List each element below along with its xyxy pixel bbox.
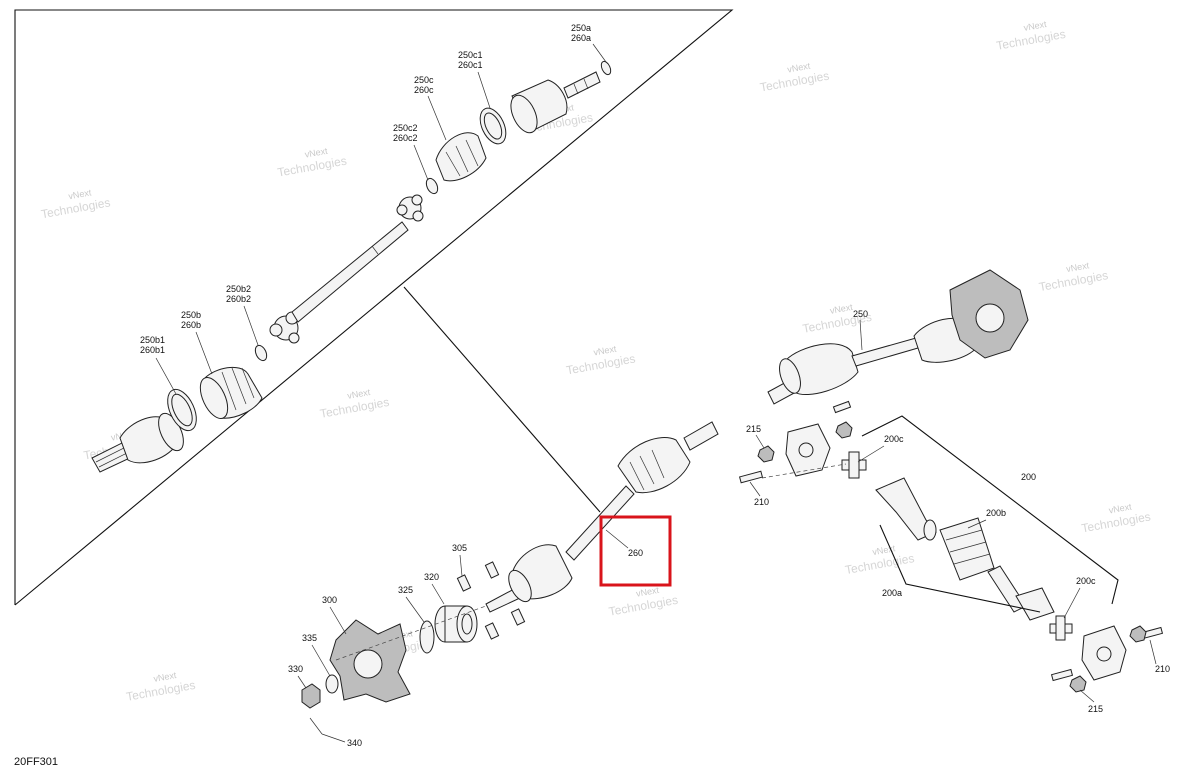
callout-260a: 260a	[571, 33, 591, 43]
inner-cv-boot	[435, 132, 487, 182]
cv-boot	[199, 366, 263, 419]
u-joint-cross	[841, 451, 867, 479]
highlight-box-260	[599, 515, 672, 587]
watermark-line1: vNext	[1108, 501, 1133, 515]
callout-260b1: 260b1	[140, 345, 165, 355]
callout-250b2: 250b2	[226, 284, 251, 294]
callout-260b2: 260b2	[226, 294, 251, 304]
callout-260: 260	[628, 548, 643, 558]
watermark-line1: vNext	[304, 146, 329, 160]
hub-studs	[456, 561, 526, 640]
watermark-line1: vNext	[1023, 19, 1048, 33]
callout-200b: 200b	[986, 508, 1006, 518]
callout-215-lower: 215	[1088, 704, 1103, 714]
nut	[835, 421, 853, 439]
callout-250c1: 250c1	[458, 50, 483, 60]
watermark: vNext Technologies	[319, 387, 390, 421]
watermark: vNext Technologies	[608, 585, 679, 619]
callouts-propshaft: 215 210 200c 200 200b 200a 200c 210 215	[746, 424, 1170, 714]
callout-210: 210	[754, 497, 769, 507]
callouts-top-left: 250a 260a 250c1 260c1 250c 260c 250c2 26…	[140, 23, 607, 395]
callout-250c2: 250c2	[393, 123, 418, 133]
outer-cv-joint	[91, 412, 184, 473]
watermark-line1: vNext	[68, 187, 93, 201]
diagram-frame	[14, 9, 734, 606]
seal-ring	[419, 620, 435, 654]
callout-200c: 200c	[884, 434, 904, 444]
nut	[1129, 625, 1147, 643]
callout-325: 325	[398, 585, 413, 595]
callout-330: 330	[288, 664, 303, 674]
watermark-line1: vNext	[153, 670, 178, 684]
callout-200c-lower: 200c	[1076, 576, 1096, 586]
nut	[1069, 675, 1087, 693]
callout-250b: 250b	[181, 310, 201, 320]
watermark: vNext Technologies	[1038, 260, 1109, 294]
watermark: vNext Technologies	[995, 19, 1066, 53]
callout-300: 300	[322, 595, 337, 605]
nut	[757, 445, 775, 463]
callout-340: 340	[347, 738, 362, 748]
watermark-line1: vNext	[1065, 260, 1090, 274]
watermark: vNext Technologies	[276, 146, 347, 180]
watermark-line1: vNext	[635, 585, 660, 599]
drive-shaft-260	[485, 421, 719, 613]
bolt	[738, 470, 764, 484]
watermark-line1: vNext	[829, 302, 854, 316]
washer	[325, 674, 339, 694]
inner-cv-housing	[510, 71, 601, 134]
snap-ring	[600, 60, 612, 76]
callout-305: 305	[452, 543, 467, 553]
watermark-line1: vNext	[787, 61, 812, 75]
callout-250b1: 250b1	[140, 335, 165, 345]
callouts-hub: 305 320 325 300 335 330 340	[288, 543, 467, 748]
small-clamp	[254, 344, 268, 362]
propeller-shaft-200	[738, 400, 1164, 693]
watermark: vNext Technologies	[1080, 501, 1151, 535]
watermark: vNext Technologies	[40, 187, 111, 221]
callout-260c1: 260c1	[458, 60, 483, 70]
drive-shaft-assembly-250	[767, 269, 1029, 405]
cotter-pin	[309, 717, 323, 735]
tripod-joint	[269, 311, 300, 344]
callout-250a: 250a	[571, 23, 591, 33]
inner-tripod	[396, 194, 424, 222]
diagram-code: 20FF301	[14, 756, 58, 768]
watermark: vNext Technologies	[759, 61, 830, 95]
watermark: vNext Technologies	[844, 543, 915, 577]
axle-shaft	[291, 221, 409, 323]
axle-nut	[301, 683, 321, 709]
callout-210-lower: 210	[1155, 664, 1170, 674]
callout-215: 215	[746, 424, 761, 434]
propshaft-boot	[939, 517, 995, 581]
watermark: vNext Technologies	[125, 670, 196, 704]
hub-assembly	[301, 561, 526, 735]
watermark-line1: vNext	[872, 543, 897, 557]
callout-335: 335	[302, 633, 317, 643]
u-joint-cross	[1049, 615, 1073, 641]
callout-260c: 260c	[414, 85, 434, 95]
callout-260b: 260b	[181, 320, 201, 330]
watermark-line1: vNext	[593, 344, 618, 358]
bolt	[832, 400, 852, 414]
callout-260c2: 260c2	[393, 133, 418, 143]
callout-200: 200	[1021, 472, 1036, 482]
small-clamp	[425, 177, 439, 195]
exploded-drive-shaft	[91, 60, 612, 473]
callout-200a: 200a	[882, 588, 902, 598]
watermark: vNext Technologies	[565, 344, 636, 378]
bolt	[1050, 668, 1074, 682]
callout-320: 320	[424, 572, 439, 582]
watermark-line1: vNext	[347, 387, 372, 401]
callout-250c: 250c	[414, 75, 434, 85]
callout-250: 250	[853, 309, 868, 319]
